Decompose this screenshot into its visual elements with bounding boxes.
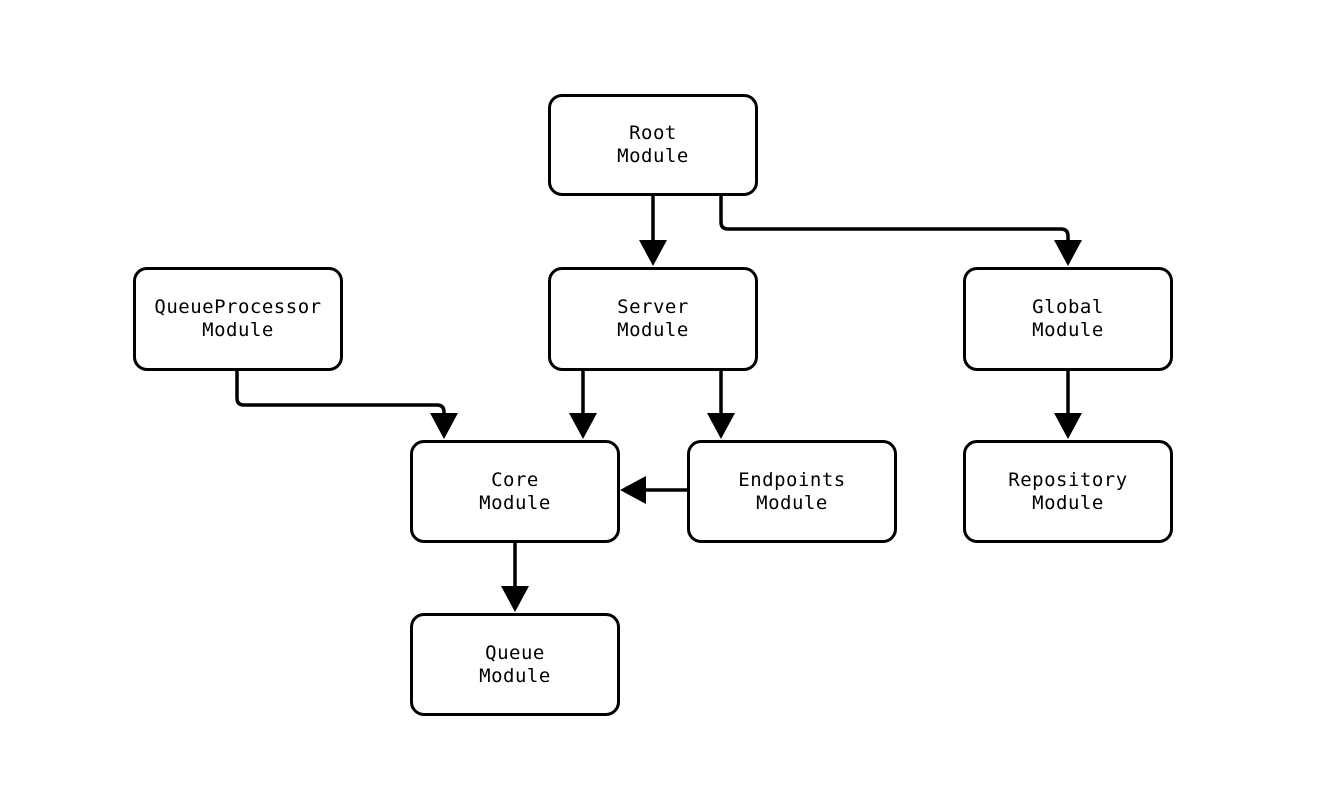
arrowhead-root-to-global <box>1054 240 1082 266</box>
node-endpoints-module-label-line1: Endpoints <box>738 468 846 491</box>
node-queue-module[interactable]: Queue Module <box>410 613 620 716</box>
node-core-module-label-line1: Core <box>491 468 539 491</box>
node-root-module[interactable]: Root Module <box>548 94 758 196</box>
edge-root-to-global <box>719 196 1070 254</box>
node-repository-module-label-line2: Module <box>1032 491 1104 514</box>
node-global-module-label-line2: Module <box>1032 319 1104 341</box>
edge-queueprocessor-to-core <box>235 371 446 427</box>
arrowhead-server-to-core <box>569 413 597 439</box>
node-core-module[interactable]: Core Module <box>410 440 620 543</box>
arrowhead-core-to-queue <box>501 586 529 612</box>
node-endpoints-module[interactable]: Endpoints Module <box>687 440 897 543</box>
node-global-module-label-line1: Global <box>1032 296 1104 318</box>
node-repository-module-label-line1: Repository <box>1008 468 1128 491</box>
node-server-module-label-line1: Server <box>617 296 689 318</box>
arrowhead-endpoints-to-core <box>620 476 646 504</box>
node-root-module-label-line2: Module <box>617 145 689 167</box>
arrowhead-root-to-server <box>639 240 667 266</box>
node-repository-module[interactable]: Repository Module <box>963 440 1173 543</box>
node-queue-module-label-line1: Queue <box>485 641 545 664</box>
node-queueprocessor-module[interactable]: QueueProcessor Module <box>133 267 343 371</box>
node-server-module-label-line2: Module <box>617 319 689 341</box>
arrowhead-queueprocessor-to-core <box>430 413 458 439</box>
arrowhead-server-to-endpoints <box>707 413 735 439</box>
node-global-module[interactable]: Global Module <box>963 267 1173 371</box>
arrowhead-global-to-repository <box>1054 413 1082 439</box>
node-root-module-label-line1: Root <box>629 122 677 144</box>
node-queueprocessor-module-label-line2: Module <box>202 319 274 341</box>
node-endpoints-module-label-line2: Module <box>756 491 828 514</box>
node-core-module-label-line2: Module <box>479 491 551 514</box>
node-queueprocessor-module-label-line1: QueueProcessor <box>154 296 322 318</box>
node-queue-module-label-line2: Module <box>479 664 551 687</box>
node-server-module[interactable]: Server Module <box>548 267 758 371</box>
